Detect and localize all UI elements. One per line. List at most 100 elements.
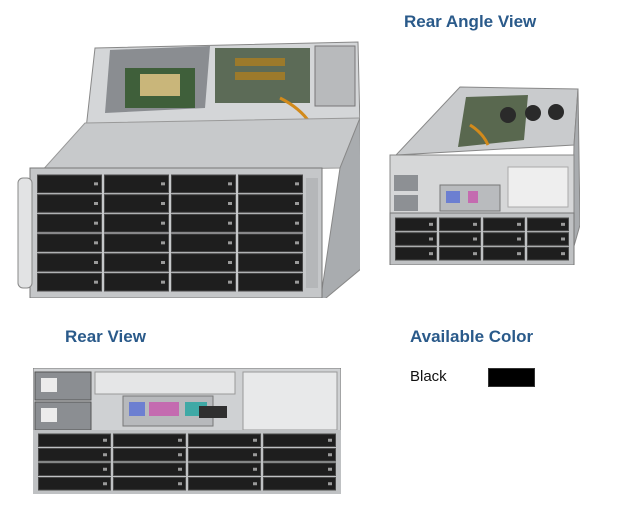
drive-led [228,202,232,205]
drive-tray [263,477,336,491]
drive-led [473,237,477,241]
drive-bays-rear [38,433,336,491]
drive-tray [527,246,569,261]
drive-led [253,482,257,486]
drive-tray [38,462,111,476]
drive-tray [37,233,102,253]
color-swatch [488,368,535,387]
drive-led [161,261,165,264]
drive-led [295,182,299,186]
drive-led [228,182,232,186]
drive-tray [238,272,303,292]
drive-led [94,280,98,284]
drive-led [328,453,332,457]
drive-tray [104,272,169,292]
drive-led [228,221,232,225]
drive-led [295,221,299,225]
drive-led [429,252,433,256]
drive-tray [38,433,111,447]
drive-led [103,467,107,471]
drive-led [328,467,332,471]
drive-led [103,482,107,486]
server-front-photo [17,41,360,298]
drive-tray [171,213,236,233]
drive-led [253,438,257,442]
drive-led [94,182,98,186]
drive-tray [238,174,303,194]
drive-tray [171,174,236,194]
drive-led [253,453,257,457]
drive-bays-rear-angle [395,217,569,261]
server-rear-photo [33,368,341,494]
drive-tray [104,233,169,253]
drive-tray [439,217,481,232]
drive-led [295,280,299,284]
drive-tray [171,194,236,213]
drive-tray [395,232,437,246]
drive-tray [263,448,336,462]
drive-tray [37,272,102,292]
drive-led [473,252,477,256]
drive-tray [171,233,236,253]
drive-led [561,237,565,241]
drive-tray [263,433,336,447]
drive-led [517,222,521,226]
drive-led [178,482,182,486]
drive-led [228,280,232,284]
drive-led [94,261,98,264]
server-rear-angle-photo [389,86,580,265]
drive-tray [395,217,437,232]
drive-tray [37,174,102,194]
drive-led [561,222,565,226]
drive-tray [104,213,169,233]
drive-led [161,241,165,245]
drive-tray [188,433,261,447]
drive-tray [113,462,186,476]
drive-tray [104,194,169,213]
drive-led [517,252,521,256]
drive-tray [483,217,525,232]
drive-led [178,453,182,457]
drive-led [161,280,165,284]
drive-tray [263,462,336,476]
drive-led [94,202,98,205]
rear-angle-view-label: Rear Angle View [404,12,537,31]
drive-led [295,202,299,205]
drive-tray [38,448,111,462]
drive-bays-front [37,174,303,292]
drive-led [295,241,299,245]
drive-tray [113,448,186,462]
drive-tray [527,217,569,232]
drive-led [103,453,107,457]
drive-tray [483,246,525,261]
drive-tray [188,477,261,491]
drive-led [161,221,165,225]
drive-tray [38,477,111,491]
drive-tray [527,232,569,246]
drive-tray [104,253,169,272]
drive-tray [483,232,525,246]
drive-led [517,237,521,241]
drive-tray [188,462,261,476]
drive-led [429,237,433,241]
drive-tray [113,433,186,447]
drive-led [228,261,232,264]
drive-led [328,438,332,442]
drive-led [161,182,165,186]
drive-tray [238,194,303,213]
drive-tray [395,246,437,261]
drive-led [561,252,565,256]
drive-led [429,222,433,226]
drive-tray [104,174,169,194]
drive-tray [171,272,236,292]
drive-tray [238,233,303,253]
drive-led [228,241,232,245]
drive-led [473,222,477,226]
drive-tray [37,213,102,233]
drive-tray [238,213,303,233]
drive-led [253,467,257,471]
drive-tray [188,448,261,462]
rear-view-label: Rear View [65,327,146,346]
drive-tray [113,477,186,491]
drive-tray [439,246,481,261]
